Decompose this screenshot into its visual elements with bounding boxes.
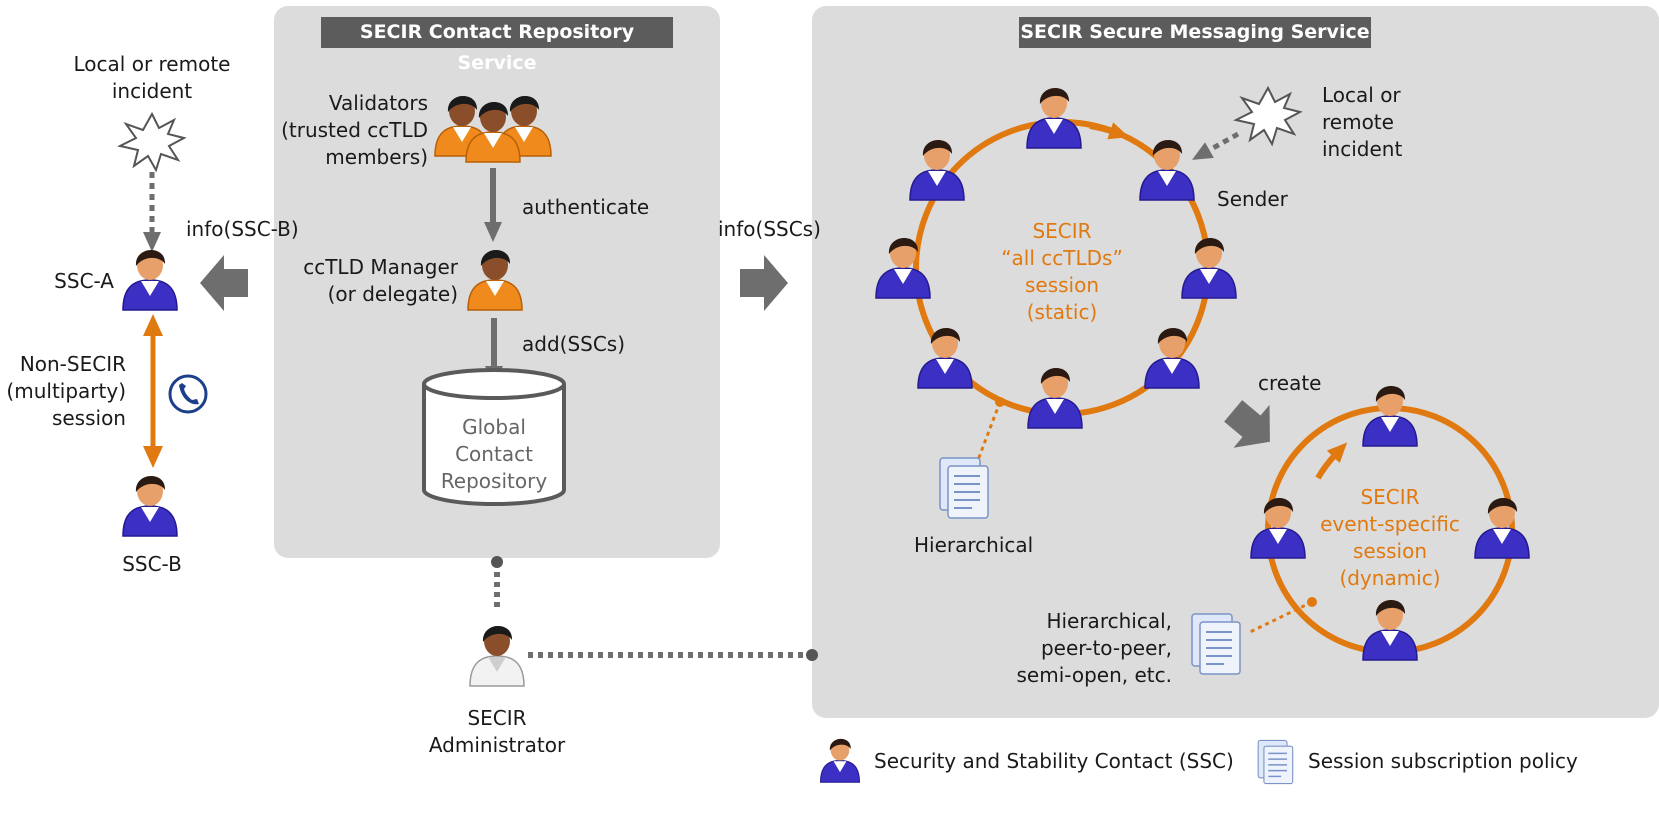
dynamic-policy-link (1249, 600, 1313, 634)
ssc-a-label: SSC-A (54, 269, 114, 293)
secir-administrator-icon (469, 625, 525, 687)
dynamic-ring-arrowhead (1315, 442, 1348, 480)
ssc-a-person-icon (122, 249, 178, 311)
messaging-panel (812, 6, 1659, 718)
add-sscs-label: add(SSCs) (522, 332, 626, 356)
hierarchical-policy-icon (939, 457, 989, 519)
cctld-manager-label: ccTLD Manager(or delegate) (303, 255, 458, 306)
ssc-b-person-icon (122, 475, 178, 537)
incident-burst-icon (119, 113, 185, 171)
authenticate-label: authenticate (522, 195, 650, 219)
info-ssc-b-arrow (200, 255, 248, 311)
non-secir-label: Non-SECIR(multiparty)session (6, 352, 126, 430)
ssc-b-label: SSC-B (122, 552, 182, 576)
hierarchical-policy-link (976, 401, 1002, 461)
create-label: create (1258, 371, 1322, 395)
global-repository-database-icon (422, 368, 566, 506)
phone-icon (168, 374, 208, 414)
validators-group-icon (434, 95, 552, 163)
sender-label: Sender (1217, 187, 1288, 211)
hierarchical-link-dot (995, 397, 1005, 407)
admin-repository-dot (491, 556, 503, 568)
dynamic-policies-label: Hierarchical,peer-to-peer,semi-open, etc… (1016, 609, 1172, 687)
legend-ssc-icon (820, 738, 860, 783)
dynamic-policy-icon (1191, 613, 1241, 675)
info-ssc-b-label: info(SSC-B) (186, 217, 299, 241)
legend-ssc-label: Security and Stability Contact (SSC) (874, 749, 1234, 773)
admin-messaging-dot (806, 649, 818, 661)
messaging-title: SECIR Secure Messaging Service (1019, 17, 1371, 48)
static-session-label: SECIR“all ccTLDs”session(static) (1001, 219, 1123, 324)
static-ring-arrowhead (1089, 122, 1130, 140)
info-sscs-arrow (740, 255, 788, 311)
arrowhead-down (143, 446, 163, 468)
hierarchical-label: Hierarchical (914, 533, 1034, 557)
arrowhead-up (143, 314, 163, 336)
info-sscs-label: info(SSCs) (718, 217, 821, 241)
legend-policy-label: Session subscription policy (1308, 749, 1578, 773)
repository-title: SECIR Contact Repository Service (321, 17, 673, 74)
dynamic-link-dot (1307, 597, 1317, 607)
legend-policy-icon (1257, 739, 1294, 785)
